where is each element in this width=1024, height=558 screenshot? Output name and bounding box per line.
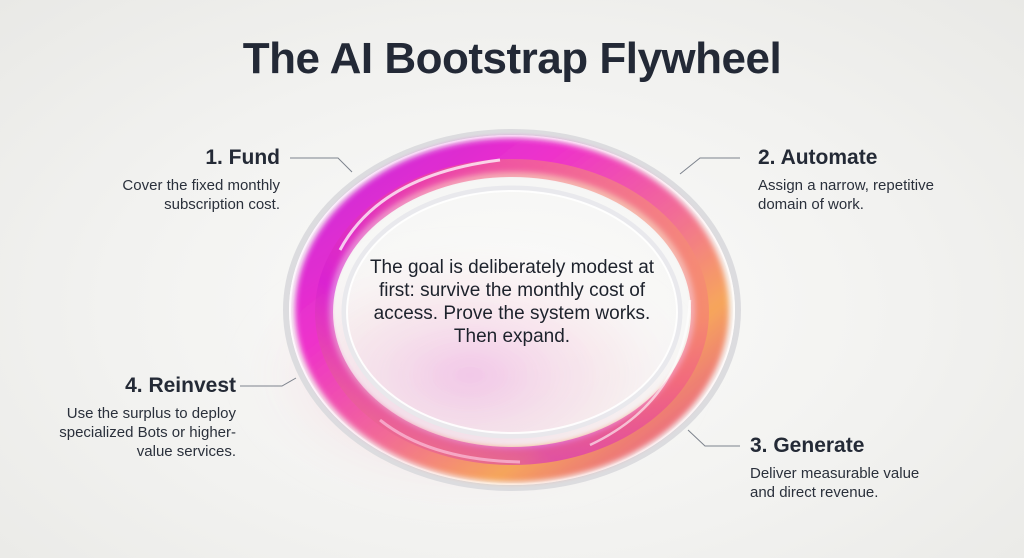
step-generate-title: 3. Generate: [750, 434, 865, 457]
step-reinvest-title: 4. Reinvest: [125, 374, 236, 397]
step-automate-title: 2. Automate: [758, 146, 878, 169]
step-fund: 1. Fund Cover the fixed monthly subscrip…: [70, 146, 280, 214]
step-automate-desc: Assign a narrow, repetitive domain of wo…: [758, 177, 934, 213]
leader-line-automate: [679, 157, 740, 175]
step-generate-desc: Deliver measurable value and direct reve…: [750, 465, 920, 501]
step-reinvest-desc: Use the surplus to deploy specialized Bo…: [59, 405, 236, 460]
center-goal-text: The goal is deliberately modest at first…: [369, 257, 655, 347]
step-generate: 3. Generate Deliver measurable value and…: [750, 434, 940, 502]
step-fund-desc: Cover the fixed monthly subscription cos…: [122, 177, 280, 213]
step-automate: 2. Automate Assign a narrow, repetitive …: [758, 146, 958, 214]
page-title: The AI Bootstrap Flywheel: [242, 34, 782, 83]
ring-outer-glass: [283, 129, 741, 491]
leader-line-reinvest: [240, 377, 297, 387]
step-fund-title: 1. Fund: [205, 146, 280, 169]
ring-inner-glass: [341, 185, 683, 439]
ring-highlight: [338, 158, 501, 251]
leader-line-generate: [687, 429, 740, 447]
leader-line-fund: [290, 157, 353, 173]
step-reinvest: 4. Reinvest Use the surplus to deploy sp…: [40, 374, 236, 461]
